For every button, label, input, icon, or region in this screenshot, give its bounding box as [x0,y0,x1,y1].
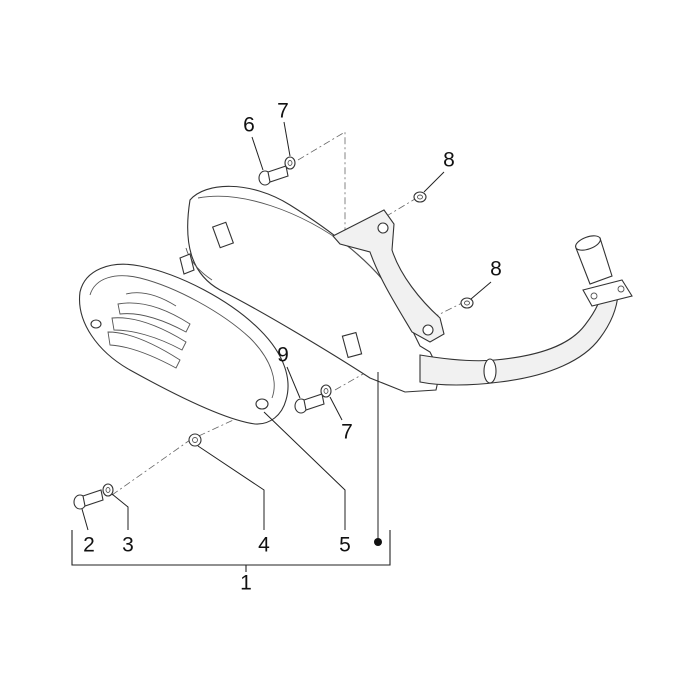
silencer-end-edge [185,247,213,281]
leader-3 [111,493,129,530]
bolt-6-shank [267,165,289,183]
heat-shield-rim [89,275,275,399]
callout-5: 5 [339,534,351,557]
washer-7-upper-hole [287,160,293,166]
flange-hole-right [617,285,625,293]
callout-7-mid: 7 [341,421,353,444]
nut-8-lower-hole [464,300,470,306]
leader-7-mid [329,396,343,421]
group-bracket [71,530,391,572]
bolt-9-shank [303,393,325,411]
bolt-6 [258,165,289,186]
washer-7-mid [320,384,332,398]
bracket-hole-lower [422,324,434,336]
leader-5 [263,411,346,530]
axis-upper-bolt [297,131,346,232]
spacer-4-hole [192,437,198,443]
bolt-9 [294,393,325,414]
leader-7-top [283,121,291,157]
callout-7-top: 7 [277,100,289,123]
shield-fixing-hole-right [255,398,269,410]
nut-8-upper-hole [417,194,423,200]
callout-8-mid: 8 [490,258,502,281]
silencer-body [179,185,441,393]
spacer-4 [188,433,202,447]
leader-8-mid [470,281,492,300]
washer-7-mid-hole [323,388,329,394]
callout-8-top: 8 [443,149,455,172]
bolt-2-shank [82,489,104,507]
leader-9 [286,366,301,399]
callout-6: 6 [243,114,255,137]
pipe-joint-ring [483,358,497,384]
bolt-2 [73,489,104,510]
mounting-bracket [332,209,445,343]
group-bracket-line [71,530,391,566]
washer-7-upper [284,156,296,170]
flange-hole-left [590,292,598,300]
exhaust-pipe [419,235,633,386]
callout-2: 2 [83,534,95,557]
leader-2 [81,508,89,531]
bracket-plate [332,209,445,343]
shield-vent-3 [107,331,181,369]
heat-shield-clip-lower [341,331,363,359]
heat-shield-clip-end [179,253,195,275]
pipe-inlet-opening [575,235,601,251]
heat-shield-clip-upper [211,221,235,249]
callout-1: 1 [240,572,252,595]
leader-lines [81,121,492,546]
washer-3-hole [105,487,111,493]
shield-vent-top [125,292,177,307]
callout-labels: 6 7 8 8 9 7 2 3 4 5 1 [83,100,502,595]
shield-fixing-hole-left [90,319,102,329]
heat-shield-cover [78,263,289,425]
leader-4 [197,445,265,530]
nut-8-upper [413,191,427,203]
hardware [73,156,474,510]
heat-shield [78,263,289,425]
callout-9: 9 [277,344,289,367]
exhaust-pipe-bend [419,289,619,386]
shield-vent-1 [117,302,191,333]
assembly-dot [374,538,382,546]
bracket-hole-upper [377,222,389,234]
callout-3: 3 [122,534,134,557]
leader-8-top [423,171,445,193]
callout-4: 4 [258,534,270,557]
washer-3 [102,483,114,497]
shield-vent-2 [111,317,187,351]
silencer-shell [187,185,441,393]
nut-8-lower [460,297,474,309]
leader-6 [251,136,264,171]
